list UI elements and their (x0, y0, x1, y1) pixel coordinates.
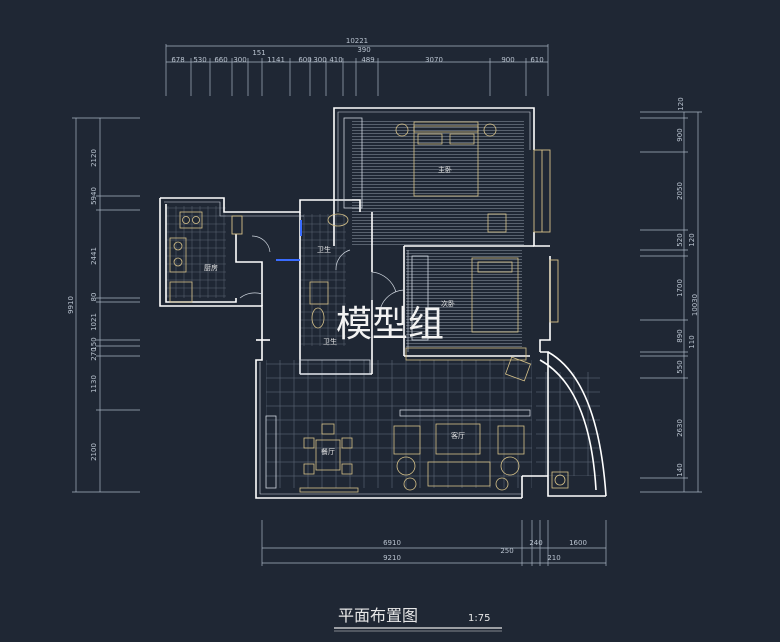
dim-top-seg: 660 (214, 56, 227, 64)
balcony-floor (536, 372, 600, 476)
dim-left-seg: 1021 (90, 313, 98, 331)
dim-right-seg: 2050 (676, 182, 684, 200)
living-floor (266, 360, 532, 488)
dim-bottom: 250 (500, 547, 513, 555)
wall-inner-lines (164, 111, 531, 495)
dim-right-seg: 2630 (676, 419, 684, 437)
dim-top-seg: 678 (171, 56, 184, 64)
master-bed (413, 125, 479, 197)
dim-bottom: 6910 (383, 539, 401, 547)
dim-left-seg: 270 (90, 347, 98, 360)
room-label-dining: 餐厅 (321, 447, 335, 456)
room-label-bathroom: 卫生 (317, 245, 331, 254)
dim-left-seg: 2100 (90, 443, 98, 461)
dim-right-seg: 520 (676, 233, 684, 246)
dim-right-seg: 890 (676, 329, 684, 342)
dim-top-seg: 3070 (425, 56, 443, 64)
dim-right-seg: 900 (676, 128, 684, 141)
dim-left-seg: 1130 (90, 375, 98, 393)
room-label-wc: 卫生 (323, 337, 337, 346)
dim-top-seg: 489 (361, 56, 374, 64)
dim-top-total: 10221 (346, 37, 368, 45)
dim-left-total: 9910 (67, 296, 75, 314)
dim-top-seg: 1141 (267, 56, 285, 64)
dim-right-seg: 140 (676, 463, 684, 476)
dim-top-seg: 300 (233, 56, 246, 64)
dim-top-b: 390 (357, 46, 370, 54)
dim-right-seg: 550 (676, 360, 684, 373)
dim-right-seg: 1700 (676, 279, 684, 297)
dim-top-seg: 610 (530, 56, 543, 64)
master-bedroom-floor (352, 120, 524, 246)
left-dimensions (72, 117, 140, 493)
dim-bottom: 240 (529, 539, 542, 547)
dim-top-seg: 530 (193, 56, 206, 64)
dim-bottom: 9210 (383, 554, 401, 562)
room-label-bedroom: 次卧 (441, 299, 455, 308)
furniture (169, 117, 569, 493)
room-label-master-bedroom: 主卧 (438, 165, 452, 174)
watermark-text: 模型组 (336, 304, 444, 345)
drawing-scale: 1:75 (468, 613, 490, 624)
dim-left-seg: 150 (90, 337, 98, 350)
dim-left-seg: 2120 (90, 149, 98, 167)
dim-top-seg: 900 (501, 56, 514, 64)
dim-left-seg: 5940 (90, 187, 98, 205)
kitchen-floor (166, 206, 226, 298)
right-dimensions (640, 111, 702, 493)
dim-right-seg: 120 (688, 233, 696, 246)
dim-right-seg: 110 (688, 335, 696, 348)
dim-bottom: 210 (547, 554, 560, 562)
dim-bottom: 1600 (569, 539, 587, 547)
dim-top-seg: 410 (329, 56, 342, 64)
dim-top-seg: 600 (298, 56, 311, 64)
coffee-table (435, 423, 481, 455)
room-label-kitchen: 厨房 (204, 263, 218, 272)
second-bed (471, 257, 519, 333)
dim-left-seg: 80 (90, 293, 98, 302)
drawing-title: 平面布置图 (338, 606, 418, 625)
dim-right-total: 10030 (691, 294, 699, 316)
doors (239, 235, 405, 311)
bottom-dimensions (261, 520, 607, 566)
dim-left-seg: 2441 (90, 247, 98, 265)
dining-table (315, 439, 341, 471)
sofa (427, 461, 491, 487)
dim-top-a: 151 (252, 49, 265, 57)
top-dimensions (165, 44, 549, 96)
dim-top-seg: 300 (313, 56, 326, 64)
dim-right-seg: 120 (677, 97, 685, 110)
room-label-living: 客厅 (451, 431, 465, 440)
windows (231, 149, 559, 323)
